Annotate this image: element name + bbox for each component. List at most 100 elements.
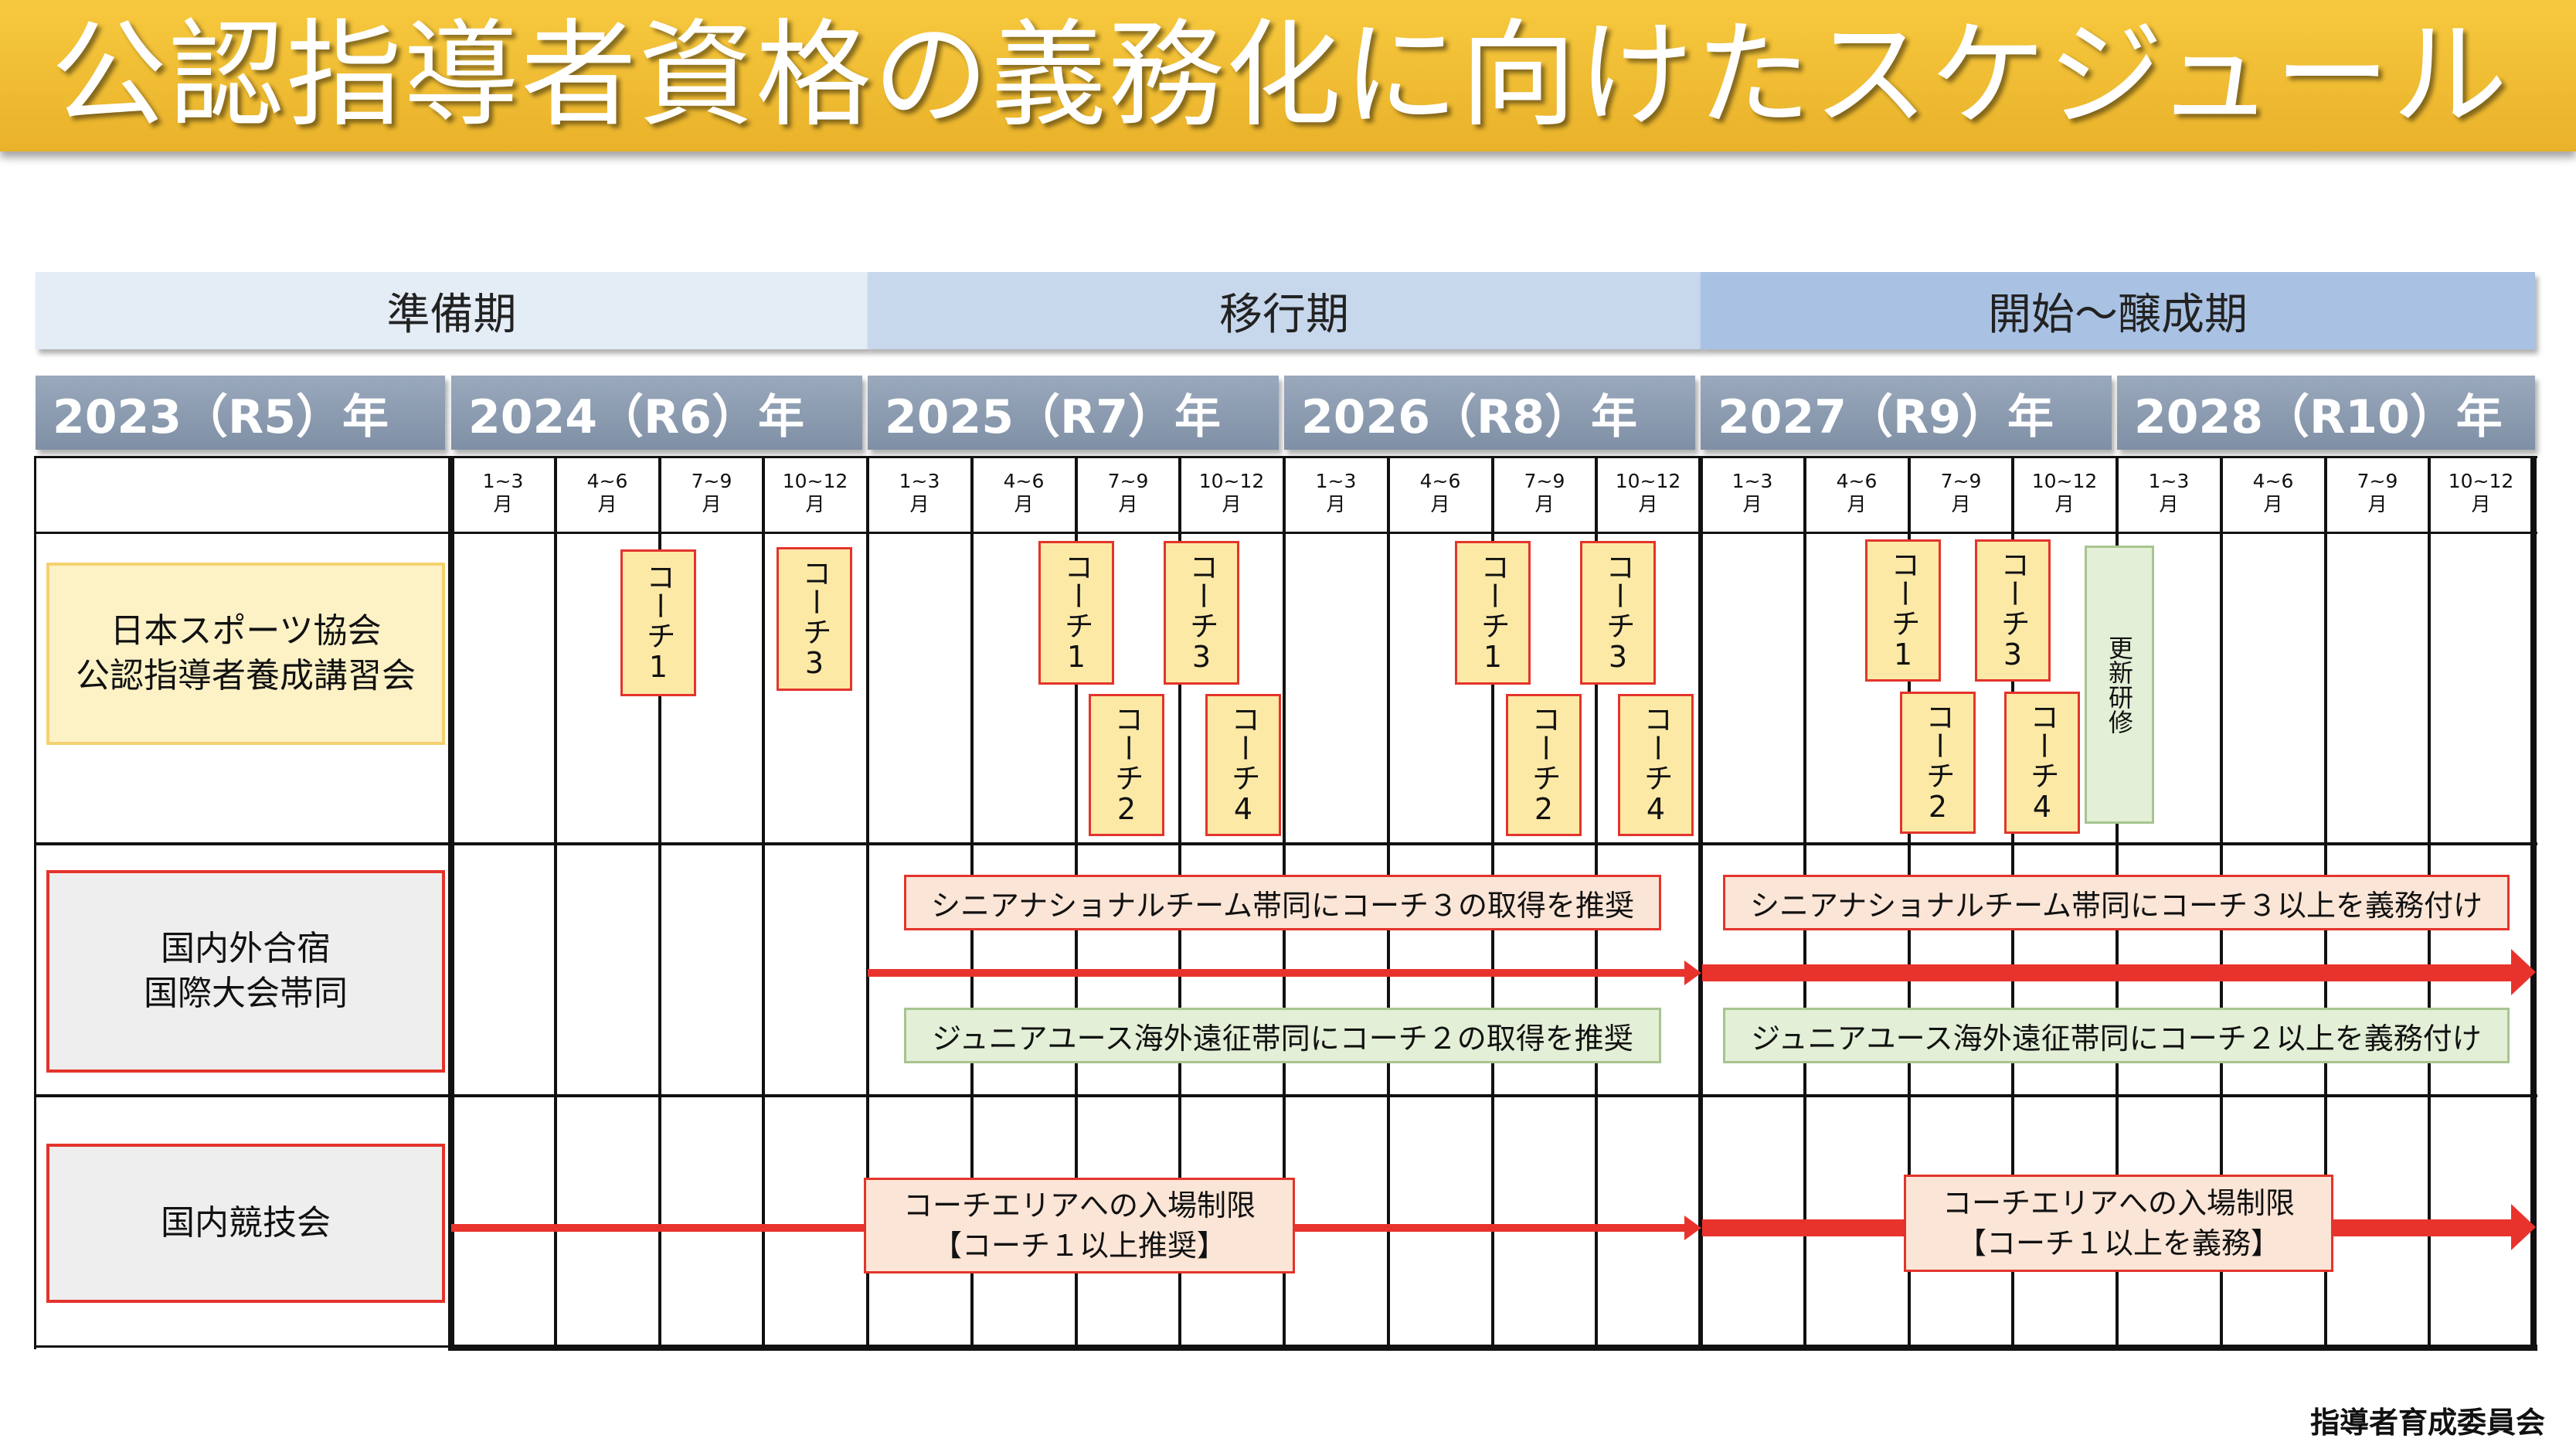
coach3-box: コーチ3 bbox=[1580, 541, 1656, 685]
note-line: 【コーチ１以上推奨】 bbox=[932, 1229, 1226, 1263]
month-unit: 月 bbox=[597, 493, 617, 515]
month-range: 10~12 bbox=[2448, 470, 2514, 492]
row-label-intl: 国内外合宿 国際大会帯同 bbox=[46, 870, 445, 1073]
coach-label: コーチ2 bbox=[1110, 704, 1144, 826]
month-range: 7~9 bbox=[1940, 470, 1982, 492]
grid-vline bbox=[1698, 456, 1703, 1349]
month-unit: 月 bbox=[2471, 493, 2491, 515]
coach-label: コーチ3 bbox=[797, 558, 831, 680]
month-range: 10~12 bbox=[1615, 470, 1681, 492]
coach3-box: コーチ3 bbox=[1975, 539, 2051, 682]
phase-label: 開始〜醸成期 bbox=[1988, 289, 2248, 340]
month-range: 4~6 bbox=[2252, 470, 2294, 492]
month-unit: 月 bbox=[1430, 493, 1450, 515]
coach1-box: コーチ1 bbox=[620, 549, 696, 696]
coach-label: コーチ1 bbox=[641, 562, 675, 684]
month-range: 4~6 bbox=[1003, 470, 1045, 492]
coach-label: コーチ4 bbox=[1639, 704, 1673, 826]
month-unit: 月 bbox=[1951, 493, 1971, 515]
mandatory-arrow-shaft bbox=[1702, 964, 2515, 981]
grid-vline bbox=[2530, 456, 2537, 1349]
coach-label: コーチ3 bbox=[1996, 549, 2030, 672]
page-title: 公認指導者資格の義務化に向けたスケジュール bbox=[51, 9, 2510, 143]
coach4-box: コーチ4 bbox=[2004, 692, 2080, 834]
note-line: コーチエリアへの入場制限 bbox=[902, 1188, 1256, 1222]
mandatory-arrow-head bbox=[2511, 949, 2536, 995]
domestic-mandatory-arrow-head bbox=[2511, 1204, 2536, 1250]
month-unit: 月 bbox=[1222, 493, 1242, 515]
year-header: 2023（R5）年 bbox=[36, 376, 445, 450]
note-line: コーチエリアへの入場制限 bbox=[1942, 1186, 2295, 1220]
senior-mandatory-note: シニアナショナルチーム帯同にコーチ３以上を義務付け bbox=[1723, 875, 2510, 930]
grid-vline bbox=[554, 456, 557, 1349]
coach1-box: コーチ1 bbox=[1455, 541, 1531, 685]
senior-recommend-note: シニアナショナルチーム帯同にコーチ３の取得を推奨 bbox=[904, 875, 1661, 930]
title-bar bbox=[0, 0, 2576, 151]
month-range: 10~12 bbox=[2031, 470, 2098, 492]
year-header: 2027（R9）年 bbox=[1701, 376, 2112, 450]
coach4-box: コーチ4 bbox=[1205, 694, 1281, 836]
month-unit: 月 bbox=[805, 493, 825, 515]
month-range: 4~6 bbox=[1836, 470, 1878, 492]
row-label-jsa: 日本スポーツ協会 公認指導者養成講習会 bbox=[46, 563, 445, 745]
coach-area-recommend-note: コーチエリアへの入場制限 【コーチ１以上推奨】 bbox=[864, 1178, 1295, 1273]
month-unit: 月 bbox=[2054, 493, 2075, 515]
year-header: 2025（R7）年 bbox=[868, 376, 1279, 450]
month-range: 1~3 bbox=[1731, 470, 1773, 492]
month-unit: 月 bbox=[2159, 493, 2179, 515]
recommend-arrow-head bbox=[1684, 961, 1701, 985]
footer-org: 指導者育成委員会 bbox=[2309, 1406, 2545, 1440]
coach-label: コーチ1 bbox=[1059, 552, 1093, 674]
coach-label: コーチ4 bbox=[2025, 702, 2059, 824]
month-range: 1~3 bbox=[2148, 470, 2190, 492]
grid-vline bbox=[762, 456, 765, 1349]
year-header: 2028（R10）年 bbox=[2117, 376, 2535, 450]
phase-start: 開始〜醸成期 bbox=[1701, 272, 2535, 349]
renewal-label: 更新研修 bbox=[2105, 635, 2134, 734]
month-unit: 月 bbox=[1534, 493, 1555, 515]
month-unit: 月 bbox=[1742, 493, 1762, 515]
grid-vline bbox=[448, 456, 454, 1349]
phase-preparation: 準備期 bbox=[36, 272, 868, 349]
coach-label: コーチ3 bbox=[1184, 552, 1218, 674]
coach-label: コーチ3 bbox=[1601, 552, 1635, 674]
grid-hline bbox=[34, 456, 2537, 458]
coach-label: コーチ1 bbox=[1886, 549, 1920, 672]
month-unit: 月 bbox=[1638, 493, 1658, 515]
month-unit: 月 bbox=[1118, 493, 1138, 515]
grid-vline bbox=[34, 456, 36, 1349]
month-range: 4~6 bbox=[586, 470, 628, 492]
month-unit: 月 bbox=[1326, 493, 1346, 515]
phase-transition: 移行期 bbox=[868, 272, 1701, 349]
coach2-box: コーチ2 bbox=[1089, 694, 1164, 836]
month-unit: 月 bbox=[2367, 493, 2387, 515]
month-unit: 月 bbox=[493, 493, 513, 515]
month-range: 1~3 bbox=[482, 470, 524, 492]
note-line: 【コーチ１以上を義務】 bbox=[1956, 1226, 2280, 1260]
phase-label: 移行期 bbox=[1219, 289, 1349, 340]
renewal-training-box: 更新研修 bbox=[2085, 546, 2154, 824]
month-range: 1~3 bbox=[899, 470, 940, 492]
coach-label: コーチ2 bbox=[1527, 704, 1561, 826]
grid-vline bbox=[866, 456, 869, 1349]
coach-label: コーチ2 bbox=[1921, 702, 1955, 824]
coach4-box: コーチ4 bbox=[1618, 694, 1694, 836]
coach3-box: コーチ3 bbox=[1164, 541, 1239, 685]
month-range: 10~12 bbox=[782, 470, 848, 492]
domestic-recommend-arrow-head bbox=[1684, 1216, 1701, 1240]
grid-hline-bottom bbox=[448, 1345, 2537, 1351]
coach-area-mandatory-note: コーチエリアへの入場制限 【コーチ１以上を義務】 bbox=[1904, 1175, 2333, 1272]
grid-hline bbox=[34, 532, 2537, 534]
